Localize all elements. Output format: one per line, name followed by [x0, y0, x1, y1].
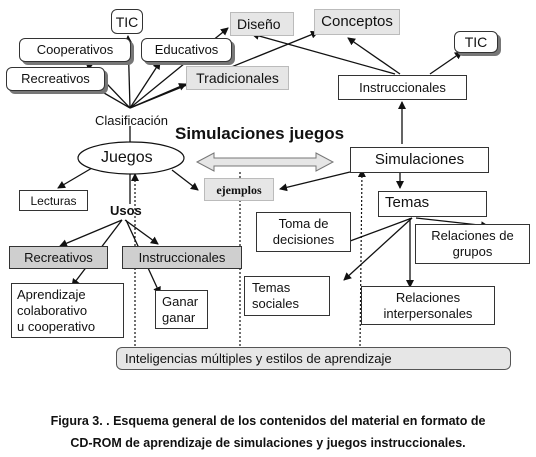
relaciones-interpersonales-node: Relaciones interpersonales: [361, 286, 495, 325]
arrow-juegos-ejemplos: [171, 169, 199, 191]
double-arrow-juegos-simulaciones: [195, 152, 335, 172]
inteligencias-bar: Inteligencias múltiples y estilos de apr…: [116, 347, 511, 370]
arrow-clasificacion-educativos: [129, 61, 161, 109]
diseno-node: Diseño: [230, 12, 294, 36]
conceptos-node: Conceptos: [314, 9, 400, 35]
arrow-temas-toma: [341, 217, 413, 246]
simulaciones-node: Simulaciones: [350, 147, 489, 173]
diagram-title: Simulaciones juegos: [175, 124, 345, 143]
toma-decisiones-node: Toma de decisiones: [256, 212, 351, 252]
tic-left-node: TIC: [111, 9, 143, 34]
instruccionales-top-node: Instruccionales: [338, 75, 467, 100]
arrow-instruccionales-conceptos: [347, 37, 401, 75]
arrow-temas-sociales: [343, 217, 413, 281]
ejemplos-node: ejemplos: [204, 178, 274, 201]
temas-sociales-node: Temas sociales: [244, 276, 330, 316]
cooperativos-node: Cooperativos: [19, 38, 131, 62]
figure-caption-line-1: Figura 3. . Esquema general de los conte…: [50, 414, 486, 428]
juegos-label: Juegos: [101, 149, 153, 166]
aprendizaje-node: Aprendizaje colaborativo u cooperativo: [11, 283, 124, 338]
temas-node: Temas: [378, 191, 487, 217]
dotted-link-simulaciones: [357, 169, 366, 347]
clasificacion-label: Clasificación: [95, 113, 168, 128]
relaciones-grupos-node: Relaciones de grupos: [415, 224, 530, 264]
arrow-juegos-lecturas: [57, 167, 93, 189]
arrow-usos-instruccionales: [124, 219, 159, 245]
ganar-node: Ganar ganar: [155, 290, 208, 329]
arrow-simulaciones-ejemplos: [279, 171, 351, 192]
lecturas-node: Lecturas: [19, 190, 88, 211]
recreativos-top-node: Recreativos: [6, 67, 105, 91]
instruccionales-bottom-node: Instruccionales: [122, 246, 242, 269]
juegos-ellipse: [77, 141, 185, 175]
educativos-node: Educativos: [141, 38, 232, 62]
arrow-instruccionales-tic: [429, 51, 463, 75]
figure-caption-line-2: CD-ROM de aprendizaje de simulaciones y …: [70, 436, 466, 450]
recreativos-bottom-node: Recreativos: [9, 246, 108, 269]
tradicionales-node: Tradicionales: [186, 66, 289, 90]
usos-label: Usos: [110, 203, 142, 218]
tic-right-node: TIC: [454, 31, 498, 53]
arrow-usos-recreativos: [59, 219, 123, 247]
arrow-instruccionales-diseno: [251, 32, 396, 75]
